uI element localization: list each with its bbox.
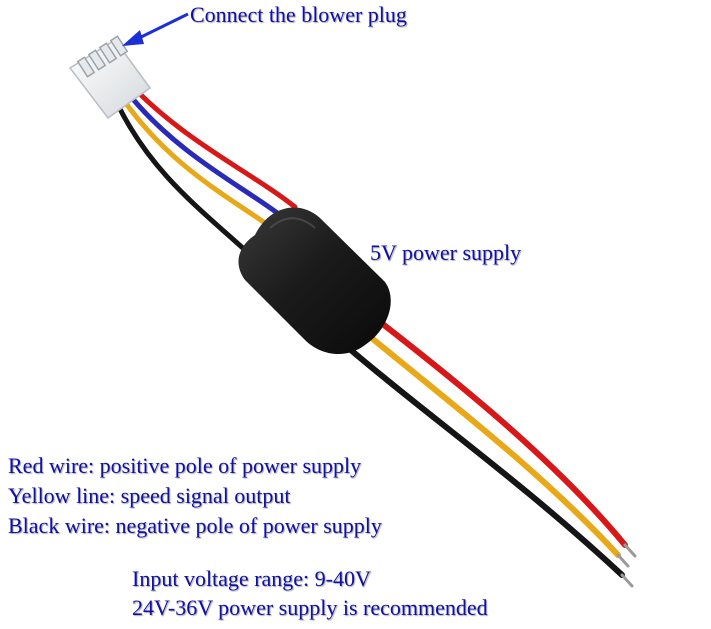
power-5v-label: 5V power supply (370, 240, 522, 265)
lower-wires (342, 315, 637, 588)
pointer-arrow (122, 12, 189, 46)
lower-black-wire (342, 342, 625, 578)
lower-yellow-wire (359, 327, 621, 558)
upper-black-wire (115, 102, 248, 253)
recommended-supply-label: 24V-36V power supply is recommended (132, 595, 488, 620)
upper-blue-wire (129, 95, 283, 218)
connector-plug (68, 35, 152, 120)
upper-wires (115, 91, 298, 253)
upper-red-wire (137, 91, 298, 210)
upper-yellow-wire (122, 99, 271, 228)
black-wire-label: Black wire: negative pole of power suppl… (8, 513, 382, 538)
input-voltage-label: Input voltage range: 9-40V (132, 566, 371, 591)
red-wire-label: Red wire: positive pole of power supply (8, 453, 362, 478)
black-wire-tip (620, 573, 634, 588)
red-wire-tip (623, 543, 637, 558)
yellow-wire-tip (616, 553, 630, 568)
blower-plug-label: Connect the blower plug (190, 2, 407, 27)
lower-red-wire (372, 315, 628, 548)
yellow-line-label: Yellow line: speed signal output (8, 483, 291, 508)
module-body (238, 207, 391, 355)
